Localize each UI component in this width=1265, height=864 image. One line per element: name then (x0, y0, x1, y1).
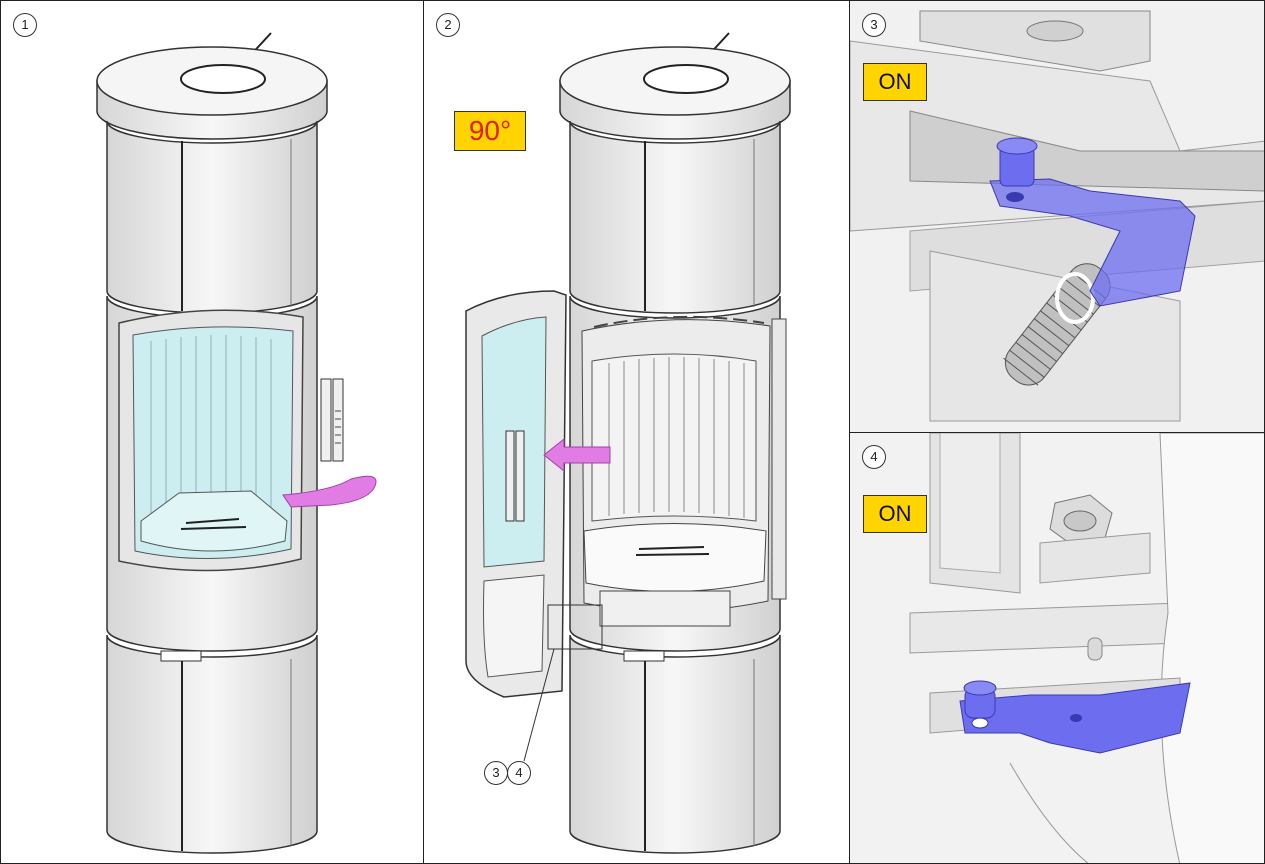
hinge-latch-detail-on (850, 433, 1264, 863)
hinge-spring-detail-on (850, 1, 1264, 432)
panel-2: 2 90° (423, 0, 850, 864)
step-number-2: 2 (436, 13, 460, 37)
step-number-3: 3 (862, 13, 886, 37)
callout-3: 3 (484, 761, 508, 785)
callout-4: 4 (507, 761, 531, 785)
step-number-1: 1 (13, 13, 37, 37)
panel-1: 1 (0, 0, 424, 864)
on-badge-4: ON (863, 495, 927, 533)
stove-open-door-illustration (465, 32, 791, 854)
on-badge-3: ON (863, 63, 927, 101)
panel-3: 3 ON (849, 0, 1265, 433)
step-number-4: 4 (862, 445, 886, 469)
panel-4: 4 ON (849, 432, 1265, 864)
angle-badge: 90° (454, 111, 526, 151)
stove-closed-illustration (96, 32, 377, 854)
